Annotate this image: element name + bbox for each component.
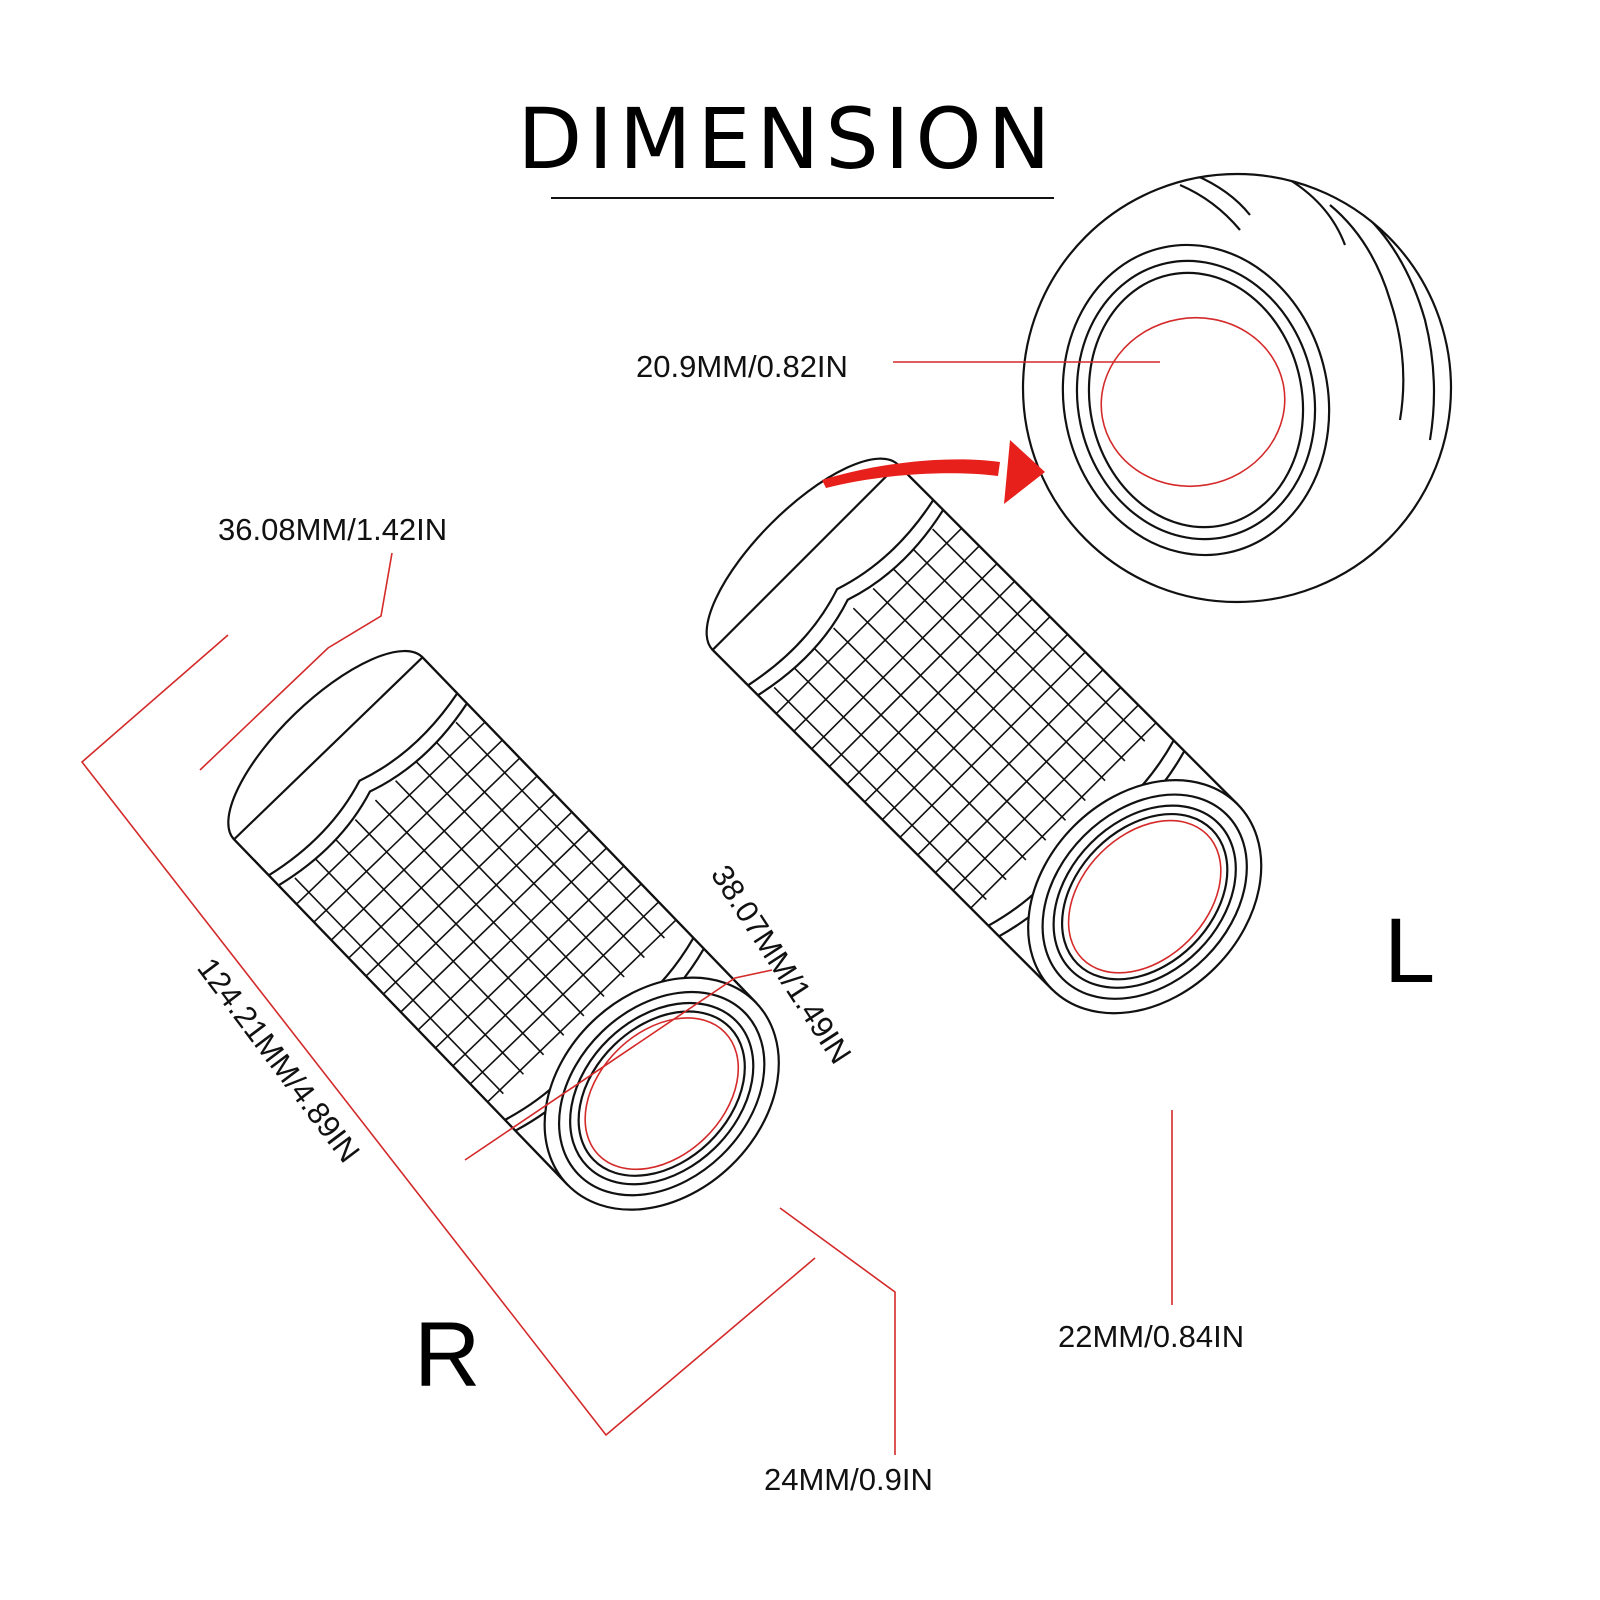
dimension-leaders bbox=[80, 361, 1173, 1455]
left-grip-texture bbox=[773, 527, 1157, 909]
label-length: 124.21MM/4.89IN bbox=[190, 951, 366, 1169]
side-label-left: L bbox=[1384, 900, 1435, 1002]
zoom-arrow bbox=[822, 440, 1045, 504]
zoom-inset bbox=[1021, 172, 1453, 604]
label-left-bore: 22MM/0.84IN bbox=[1058, 1319, 1244, 1354]
label-inner-bore: 20.9MM/0.82IN bbox=[636, 349, 848, 384]
label-right-bore: 24MM/0.9IN bbox=[764, 1462, 933, 1497]
side-label-right: R bbox=[414, 1304, 480, 1406]
right-grip bbox=[227, 649, 780, 1211]
label-end-diameter: 36.08MM/1.42IN bbox=[218, 512, 447, 547]
left-grip bbox=[705, 457, 1263, 1015]
right-grip-texture bbox=[294, 721, 677, 1103]
page-title: DIMENSION bbox=[518, 90, 1057, 188]
